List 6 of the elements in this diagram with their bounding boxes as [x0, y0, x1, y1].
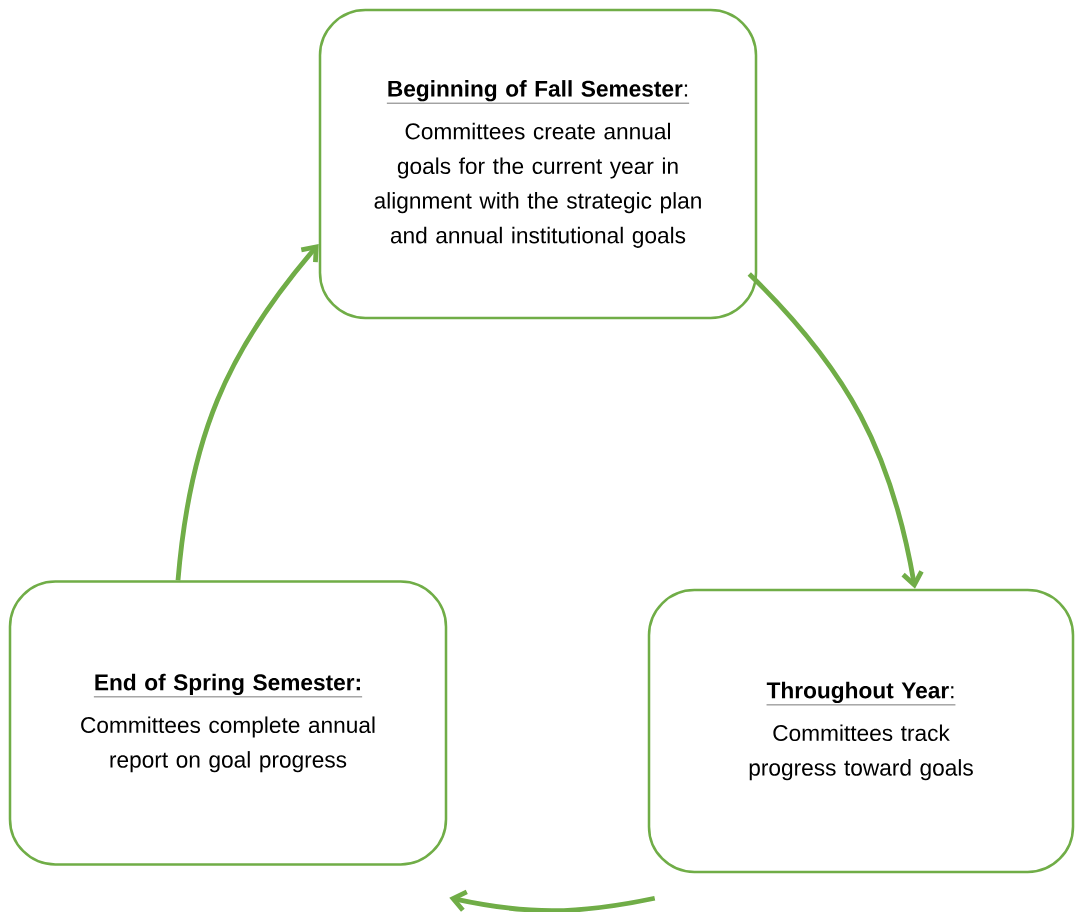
- process-box: Beginning of Fall Semester: Committees create annual goals for the current year in alignment with the strategic plan and annual institutional goals: [318, 8, 758, 320]
- arrow: [449, 889, 656, 912]
- process-box: End of Spring Semester: Committees complete annual report on goal progress: [8, 580, 448, 866]
- arrow: [747, 272, 924, 589]
- process-box: Throughout Year: Committees track progress toward goals: [647, 588, 1075, 874]
- arrow: [175, 244, 319, 581]
